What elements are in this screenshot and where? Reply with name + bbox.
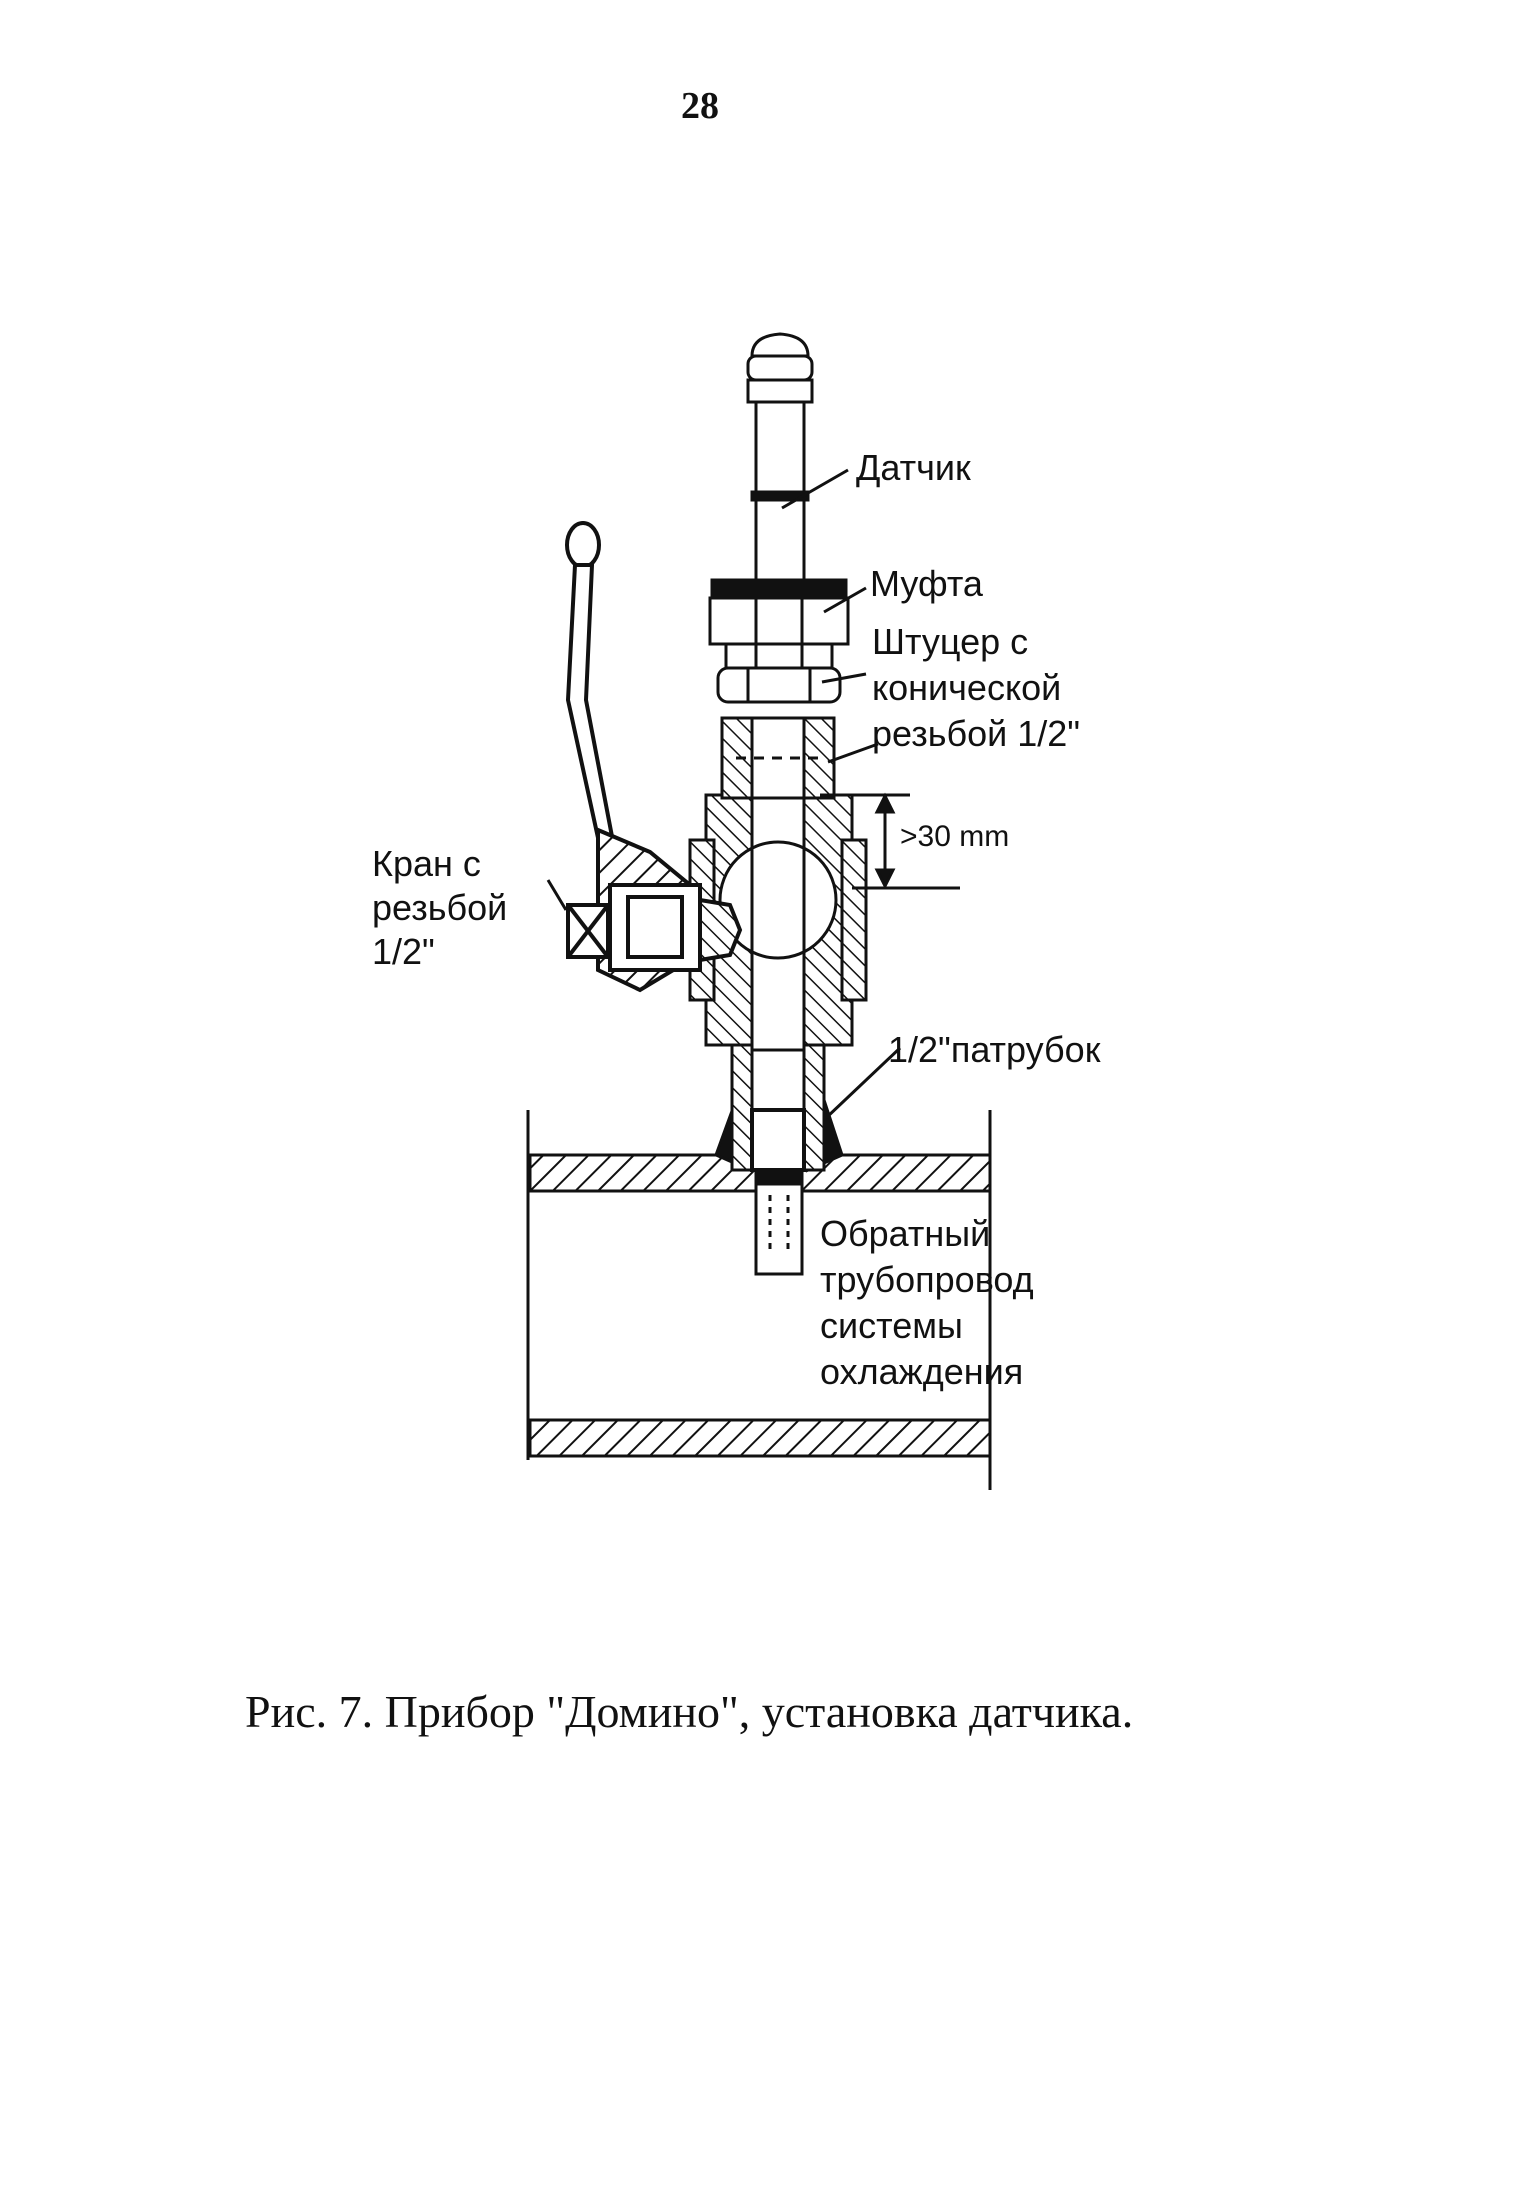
- label-return-line2: трубопровод: [820, 1259, 1034, 1300]
- label-fitting-line1: Штуцер с: [872, 621, 1028, 662]
- sensor-probe-tip: [754, 1168, 804, 1276]
- label-pipe-stub: 1/2"патрубок: [888, 1029, 1101, 1070]
- label-valve-line3: 1/2": [372, 931, 435, 972]
- label-sensor: Датчик: [856, 447, 971, 488]
- label-fitting-line2: конической: [872, 667, 1061, 708]
- coupling-nut: [708, 578, 850, 670]
- sensor-body: [746, 332, 814, 582]
- valve-handle: [565, 521, 743, 993]
- figure-caption: Рис. 7. Прибор "Домино", установка датчи…: [245, 1686, 1134, 1737]
- pipe-stub: [714, 1038, 844, 1173]
- leader-lines: [546, 468, 902, 1120]
- conical-fitting: [716, 666, 842, 800]
- label-return-line3: системы: [820, 1305, 963, 1346]
- page-number: 28: [681, 85, 719, 127]
- valve-body: [688, 788, 868, 1052]
- label-return-line1: Обратный: [820, 1213, 990, 1254]
- label-return-line4: охлаждения: [820, 1351, 1023, 1392]
- dimension-marker: [820, 792, 960, 890]
- label-valve-line2: резьбой: [372, 887, 507, 928]
- label-fitting-line3: резьбой 1/2": [872, 713, 1080, 754]
- label-valve-line1: Кран с: [372, 843, 481, 884]
- label-dimension: >30 mm: [900, 820, 1009, 853]
- label-coupling: Муфта: [870, 563, 984, 604]
